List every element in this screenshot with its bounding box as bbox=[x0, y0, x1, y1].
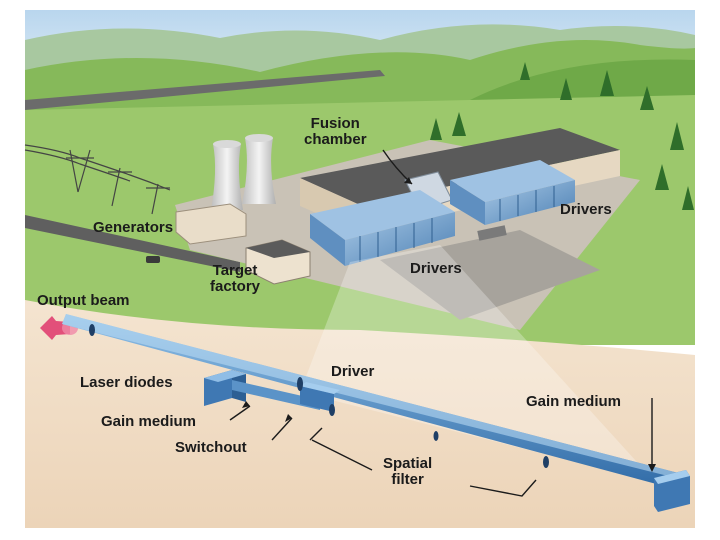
label-output-beam: Output beam bbox=[37, 292, 130, 309]
label-fusion-chamber-line1: Fusion bbox=[310, 115, 360, 132]
vehicle bbox=[146, 256, 160, 263]
label-spatial-filter-line1: Spatial bbox=[383, 455, 433, 472]
power-lines bbox=[24, 144, 171, 215]
cooling-tower-right bbox=[242, 138, 276, 204]
far-highway bbox=[25, 70, 385, 110]
label-spatial-filter: Spatial filter bbox=[383, 456, 432, 488]
label-driver: Driver bbox=[331, 363, 375, 380]
beam-light-cone bbox=[300, 245, 655, 482]
output-beam-arrow bbox=[40, 316, 70, 340]
leader-arrowheads bbox=[242, 177, 656, 472]
label-fusion-chamber-line2: chamber bbox=[304, 131, 367, 148]
main-building-roof bbox=[300, 128, 620, 205]
beamline-rings bbox=[89, 324, 549, 468]
label-drivers-center: Drivers bbox=[410, 260, 462, 277]
driver-hall-right bbox=[450, 160, 575, 225]
label-gain-medium-right: Gain medium bbox=[526, 393, 622, 410]
label-spatial-filter-line2: filter bbox=[391, 471, 424, 488]
amplifier-loop bbox=[232, 380, 340, 412]
generator-building bbox=[175, 203, 247, 245]
driver-hall-center bbox=[310, 190, 455, 266]
label-target-factory-line1: Target bbox=[212, 262, 258, 279]
label-gain-medium-left: Gain medium bbox=[101, 413, 197, 430]
label-laser-diodes: Laser diodes bbox=[80, 374, 173, 391]
label-generators: Generators bbox=[93, 219, 174, 236]
label-target-factory-line2: factory bbox=[210, 278, 261, 295]
label-drivers-right: Drivers bbox=[560, 201, 612, 218]
parking-lot bbox=[380, 230, 600, 320]
cooling-tower-left bbox=[211, 144, 243, 210]
tree-cluster bbox=[430, 62, 694, 210]
small-shed bbox=[477, 225, 507, 241]
label-fusion-chamber: Fusion chamber bbox=[304, 116, 367, 148]
label-target-factory: Target factory bbox=[210, 263, 260, 295]
leader-lines bbox=[229, 149, 653, 497]
front-road bbox=[25, 215, 240, 272]
label-switchout: Switchout bbox=[175, 439, 247, 456]
laser-diodes-block bbox=[204, 370, 246, 406]
gain-medium-block-right bbox=[654, 470, 690, 512]
